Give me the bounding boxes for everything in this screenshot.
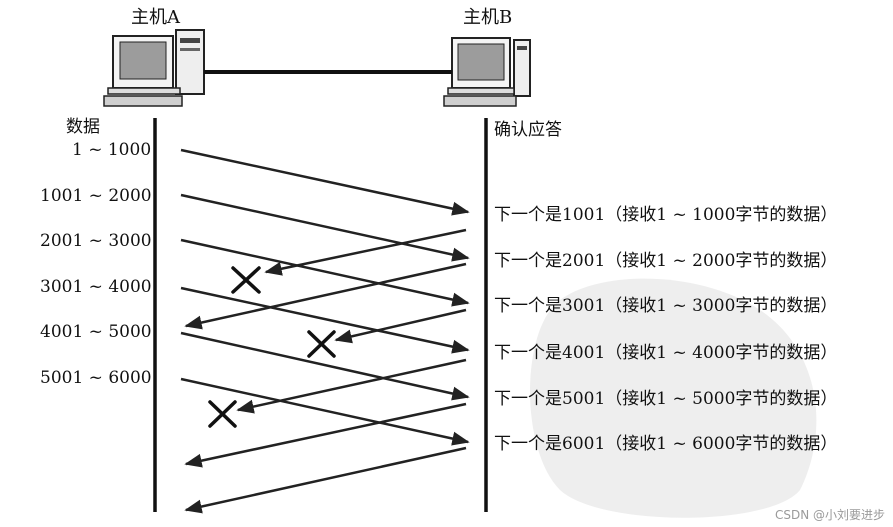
ack-label: 下一个是1001（接收1 ~ 1000字节的数据） [494,205,838,225]
host-a-label: 主机A [131,7,180,28]
ack-arrow-6 [184,446,467,514]
lost-x-icon [208,400,237,428]
segment-label: 1 ~ 1000 [72,140,152,160]
host-b-computer-icon [443,37,531,107]
segment-label: 2001 ~ 3000 [40,231,152,251]
ack-arrow-2 [184,262,467,330]
ack-label: 下一个是2001（接收1 ~ 2000字节的数据） [494,251,838,271]
watermark-text: CSDN @小刘要进步 [774,508,885,522]
ack-label: 下一个是5001（接收1 ~ 5000字节的数据） [494,389,838,409]
segment-label: 1001 ~ 2000 [40,186,152,206]
data-column-title: 数据 [66,117,100,137]
segment-label: 5001 ~ 6000 [40,368,152,388]
host-b-label: 主机B [463,7,513,28]
lost-x-icon [307,330,336,358]
data-arrows [180,148,470,446]
background-seal [530,278,817,518]
ack-arrow-lost-4 [236,358,467,414]
data-arrow-3 [180,238,470,307]
host-a-computer-icon [103,29,205,107]
data-arrow-6 [180,377,470,446]
ack-label: 下一个是3001（接收1 ~ 3000字节的数据） [494,296,838,316]
data-arrow-4 [180,286,470,354]
ack-label: 下一个是6001（接收1 ~ 6000字节的数据） [494,434,838,454]
ack-arrow-lost-1 [264,228,467,276]
ack-label: 下一个是4001（接收1 ~ 4000字节的数据） [494,343,838,363]
data-arrow-5 [180,331,470,401]
segment-label: 3001 ~ 4000 [40,277,152,297]
data-arrow-1 [180,148,470,216]
ack-arrow-lost-3 [334,308,467,344]
data-arrow-2 [180,193,470,262]
ack-column-title: 确认应答 [494,120,562,140]
ack-arrows [184,228,467,514]
loss-markers [208,266,336,428]
segment-label: 4001 ~ 5000 [40,322,152,342]
lost-x-icon [231,266,261,294]
ack-arrow-5 [184,402,467,468]
